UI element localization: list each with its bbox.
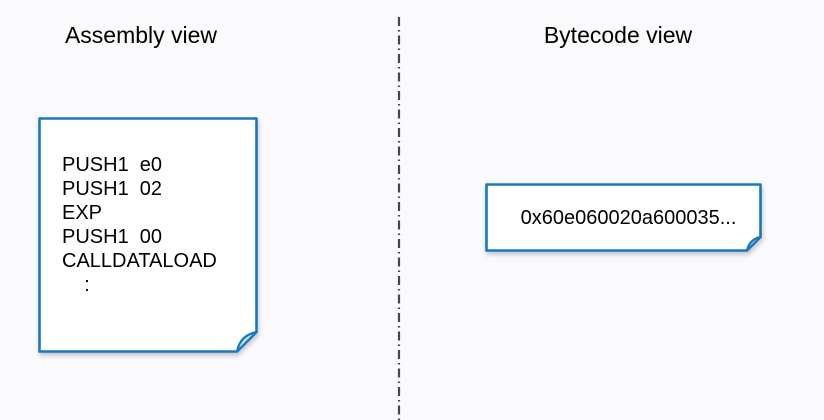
assembly-line: PUSH1 02 (62, 178, 163, 200)
assembly-line: PUSH1 00 (62, 226, 163, 248)
bytecode-panel-title: Bytecode view (543, 22, 693, 48)
assembly-code-block: PUSH1 e0 PUSH1 02 EXP PUSH1 00 CALLDATAL… (38, 117, 258, 353)
folded-corner-icon (745, 235, 762, 252)
assembly-note-card: PUSH1 e0 PUSH1 02 EXP PUSH1 00 CALLDATAL… (38, 117, 258, 353)
note-shape-icon (485, 183, 762, 252)
bytecode-note-card: 0x60e060020a600035... (485, 183, 762, 252)
bytecode-block: 0x60e060020a600035... (485, 183, 762, 252)
note-shape-icon (38, 117, 258, 353)
folded-corner-icon (235, 330, 258, 353)
assembly-panel-title: Assembly view (64, 22, 218, 48)
assembly-line: PUSH1 e0 (62, 154, 163, 176)
assembly-line-ellipsis: : (62, 274, 90, 296)
bytecode-string: 0x60e060020a600035... (520, 206, 737, 229)
assembly-line: EXP (62, 202, 103, 224)
panel-divider-line (397, 17, 401, 420)
assembly-line: CALLDATALOAD (62, 250, 217, 272)
